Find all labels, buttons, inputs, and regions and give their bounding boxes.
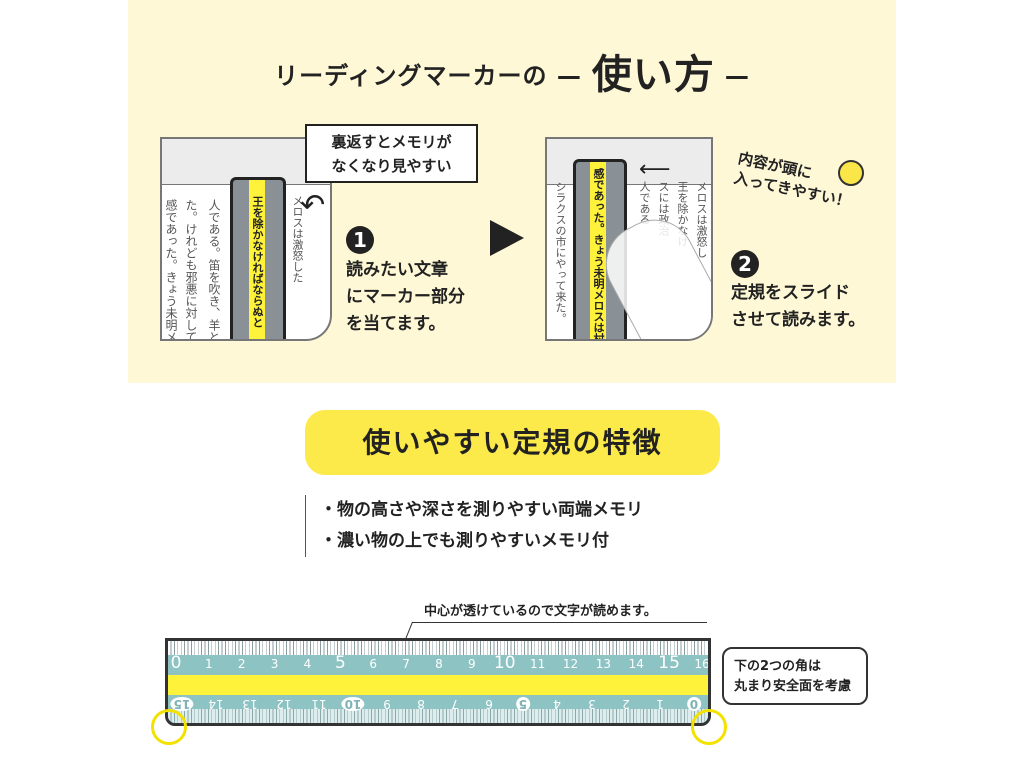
ruler-top-number: 16 bbox=[694, 657, 710, 671]
ruler-bottom-number: 10 bbox=[341, 697, 365, 711]
step1-text: 読みたい文章にマーカー部分を当てます。 bbox=[346, 257, 465, 338]
ruler-top-number: 12 bbox=[562, 657, 579, 671]
book-line: シラクスの市にやって来た。 bbox=[554, 181, 567, 324]
flip-arrow-icon: ↶ bbox=[300, 188, 326, 223]
ruler-bottom-number: 11 bbox=[310, 697, 327, 711]
ruler-top-number: 7 bbox=[402, 657, 410, 671]
ruler-top-number: 5 bbox=[334, 653, 346, 673]
speech-bubble: 下の2つの角は丸まり安全面を考慮 bbox=[722, 647, 868, 705]
ruler-top-number: 9 bbox=[468, 657, 476, 671]
feature-list: ・物の高さや深さを測りやすい両端メモリ ・濃い物の上でも測りやすいメモリ付 bbox=[305, 495, 643, 557]
ruler-bottom-number: 14 bbox=[208, 697, 224, 711]
ruler-top-number: 8 bbox=[435, 657, 443, 671]
ruler-caption: 中心が透けているので文字が読めます。 bbox=[424, 604, 657, 619]
ruler-top-number: 2 bbox=[237, 657, 246, 671]
step-line: 定規をスライド bbox=[731, 283, 850, 303]
feature-item: ・物の高さや深さを測りやすい両端メモリ bbox=[320, 500, 643, 520]
step-line: にマーカー部分 bbox=[346, 287, 465, 307]
ruler-bottom-number: 4 bbox=[553, 697, 562, 711]
top-ticks bbox=[168, 641, 708, 655]
ruler-bottom-number: 1 bbox=[656, 697, 664, 711]
step-line: させて読みます。 bbox=[731, 310, 866, 330]
ruler-top-number: 4 bbox=[303, 657, 312, 671]
book-line: 人である bbox=[638, 181, 651, 225]
ruler-top-number: 6 bbox=[369, 657, 378, 671]
step-number-1: 1 bbox=[346, 226, 374, 254]
bubble-line: 下の2つの角は bbox=[734, 659, 822, 674]
callout-line: なくなり見やすい bbox=[331, 157, 452, 175]
lightbulb-icon bbox=[838, 160, 864, 186]
title-suffix: — bbox=[724, 62, 750, 90]
ruler-bottom-number: 0 bbox=[686, 697, 702, 711]
ruler-top-number: 11 bbox=[529, 657, 546, 671]
ruler-top-number: 10 bbox=[493, 653, 516, 673]
ruler-top-number: 14 bbox=[628, 657, 644, 671]
book-line: た。けれども邪悪に対して bbox=[184, 199, 198, 341]
step-line: を当てます。 bbox=[346, 314, 446, 334]
ruler-bottom-number: 2 bbox=[621, 697, 630, 711]
ruler-bottom-number: 7 bbox=[451, 697, 459, 711]
ruler-top-number: 15 bbox=[658, 653, 680, 673]
ruler-bottom-number: 3 bbox=[587, 697, 596, 711]
transparent-center bbox=[168, 675, 708, 695]
book-line: 人である。笛を吹き、羊と bbox=[207, 199, 221, 341]
marker-text: 王を除かなければならぬと bbox=[249, 180, 265, 339]
bottom-ticks bbox=[168, 709, 708, 723]
ruler-bottom-number: 8 bbox=[417, 697, 425, 711]
step2-text: 定規をスライドさせて読みます。 bbox=[731, 280, 865, 334]
bubble-line: 丸まり安全面を考慮 bbox=[734, 679, 852, 694]
book-illustration-2: メロスは激怒し 王を除かなけ スには政治 人である シラクスの市にやって来た。 … bbox=[545, 137, 713, 341]
ruler-top-number: 3 bbox=[270, 657, 279, 671]
callout-box: 裏返すとメモリがなくなり見やすい bbox=[305, 124, 478, 183]
marker-text: 感であった。きょう未明メロスは村 bbox=[590, 162, 606, 339]
title-main: 使い方 bbox=[591, 52, 715, 98]
callout-line: 裏返すとメモリが bbox=[331, 133, 452, 151]
ruler-bottom-number: 9 bbox=[382, 697, 391, 711]
slide-arrow-icon: ⟵ bbox=[639, 157, 671, 182]
book-line: 感であった。きょう未明メ bbox=[164, 199, 178, 341]
ruler-top-number: 0 bbox=[170, 653, 182, 673]
reading-marker: 感であった。きょう未明メロスは村 bbox=[573, 159, 627, 339]
reading-marker: 王を除かなければならぬと bbox=[230, 177, 286, 339]
ruler-bottom-number: 6 bbox=[485, 697, 494, 711]
step-number-2: 2 bbox=[731, 250, 759, 278]
ruler-top-number: 13 bbox=[595, 657, 612, 671]
book-line: メロスは激怒し bbox=[695, 181, 708, 258]
next-arrow-icon bbox=[490, 220, 524, 256]
caption-line bbox=[412, 622, 707, 623]
corner-highlight-left bbox=[151, 709, 187, 745]
features-heading: 使いやすい定規の特徴 bbox=[305, 410, 720, 475]
ruler-bottom-number: 12 bbox=[276, 697, 293, 711]
ruler-bottom-number: 13 bbox=[242, 697, 258, 711]
step-line: 読みたい文章 bbox=[346, 260, 448, 280]
title-prefix: リーディングマーカーの — bbox=[274, 62, 582, 90]
ruler-top-number: 1 bbox=[205, 657, 213, 671]
corner-highlight-right bbox=[691, 709, 727, 745]
page-title: リーディングマーカーの — 使い方 — bbox=[128, 42, 896, 100]
feature-item: ・濃い物の上でも測りやすいメモリ付 bbox=[320, 531, 609, 551]
book-line: メロスは激怒した bbox=[291, 195, 304, 283]
book-illustration-1: 人である。笛を吹き、羊と た。けれども邪悪に対して 感であった。きょう未明メ 王… bbox=[160, 137, 332, 341]
